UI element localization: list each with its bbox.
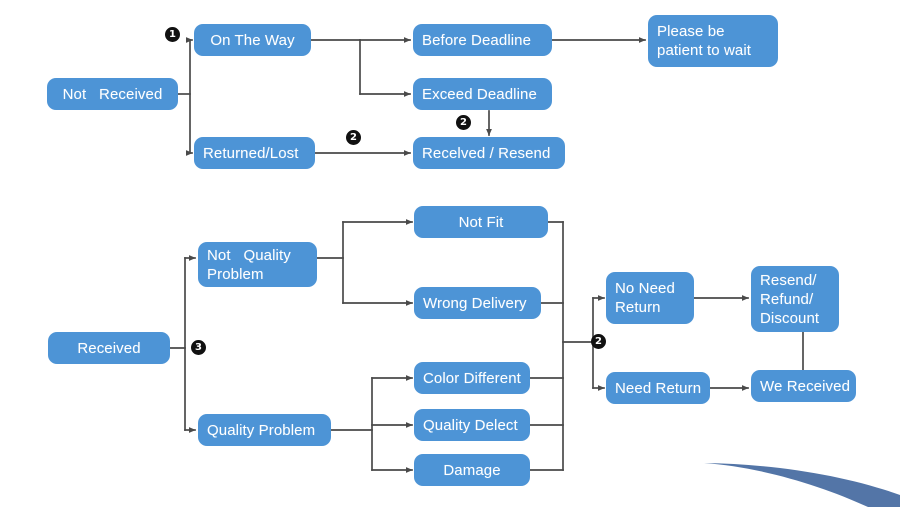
- step-marker-3: 3: [191, 340, 206, 355]
- node-not-received[interactable]: Not Received: [47, 78, 178, 110]
- node-color-different[interactable]: Color Different: [414, 362, 530, 394]
- step-marker-2-returned: 2: [346, 130, 361, 145]
- node-label: Damage: [443, 461, 501, 479]
- node-label: Received: [77, 339, 141, 357]
- node-we-received[interactable]: We Received: [751, 370, 856, 402]
- node-label: Not Quality Problem: [207, 246, 291, 283]
- node-label: Exceed Deadline: [422, 85, 537, 103]
- node-exceed-deadline[interactable]: Exceed Deadline: [413, 78, 552, 110]
- node-quality-delect[interactable]: Quality Delect: [414, 409, 530, 441]
- node-label: On The Way: [210, 31, 295, 49]
- node-label: Quality Delect: [423, 416, 518, 434]
- node-need-return[interactable]: Need Return: [606, 372, 710, 404]
- node-label: Not Fit: [458, 213, 504, 231]
- node-label: We Received: [760, 377, 851, 395]
- node-label: Wrong Delivery: [423, 294, 527, 312]
- step-marker-2-exceed: 2: [456, 115, 471, 130]
- node-label: No Need Return: [615, 280, 675, 316]
- decorative-swoosh: [704, 463, 900, 507]
- node-quality-problem[interactable]: Quality Problem: [198, 414, 331, 446]
- node-resend-refund-discount[interactable]: Resend/ Refund/ Discount: [751, 266, 839, 332]
- node-label: Quality Problem: [207, 421, 316, 439]
- node-no-need-return[interactable]: No Need Return: [606, 272, 694, 324]
- node-damage[interactable]: Damage: [414, 454, 530, 486]
- node-received[interactable]: Received: [48, 332, 170, 364]
- node-label: Please be patient to wait: [657, 23, 752, 59]
- node-please-be-patient[interactable]: Please be patient to wait: [648, 15, 778, 67]
- node-wrong-delivery[interactable]: Wrong Delivery: [414, 287, 541, 319]
- node-label: Color Different: [423, 369, 521, 387]
- node-before-deadline[interactable]: Before Deadline: [413, 24, 552, 56]
- node-not-fit[interactable]: Not Fit: [414, 206, 548, 238]
- node-returned-lost[interactable]: Returned/Lost: [194, 137, 315, 169]
- node-label: Not Received: [62, 85, 163, 103]
- node-label: Resend/ Refund/ Discount: [760, 271, 820, 327]
- node-label: Before Deadline: [422, 31, 532, 49]
- node-not-quality-problem[interactable]: Not Quality Problem: [198, 242, 317, 287]
- node-on-the-way[interactable]: On The Way: [194, 24, 311, 56]
- node-label: Need Return: [615, 379, 702, 397]
- node-recelved-resend[interactable]: Recelved / Resend: [413, 137, 565, 169]
- step-marker-1: 1: [165, 27, 180, 42]
- step-marker-2-return-split: 2: [591, 334, 606, 349]
- node-label: Returned/Lost: [203, 144, 299, 162]
- node-label: Recelved / Resend: [422, 144, 551, 162]
